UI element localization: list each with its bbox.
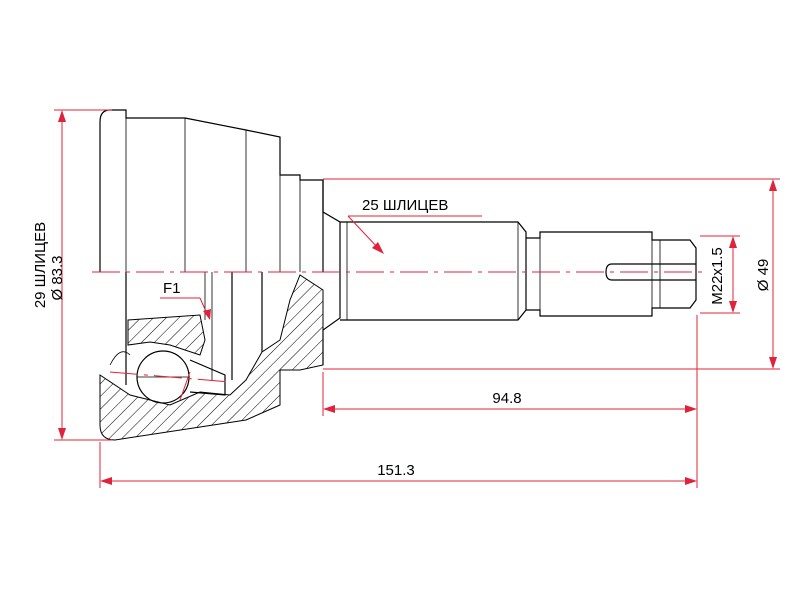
splines-shaft-leader: [347, 215, 482, 254]
thread-dimension: [700, 235, 740, 314]
housing-section: [99, 272, 324, 441]
housing-outline: [99, 109, 324, 272]
total-length-dimension: [99, 416, 698, 488]
seal-diameter-label: Ø 49: [755, 259, 772, 292]
shaft-length-label: 94.8: [492, 390, 521, 407]
outer-diameter-value: Ø 83.3: [49, 255, 66, 300]
splines-shaft-label: 25 ШЛИЦЕВ: [362, 197, 448, 214]
seal-diameter-dimension: [323, 178, 780, 370]
feature-label: F1: [163, 280, 181, 297]
shaft-length-dimension: [322, 315, 698, 416]
outer-diameter-dimension: [54, 109, 112, 441]
f1-leader: [160, 297, 211, 320]
shaft: [322, 180, 697, 365]
total-length-label: 151.3: [377, 462, 415, 479]
thread-label: M22x1.5: [709, 247, 726, 305]
splines-outer-label: 29 ШЛИЦЕВ: [32, 222, 49, 308]
